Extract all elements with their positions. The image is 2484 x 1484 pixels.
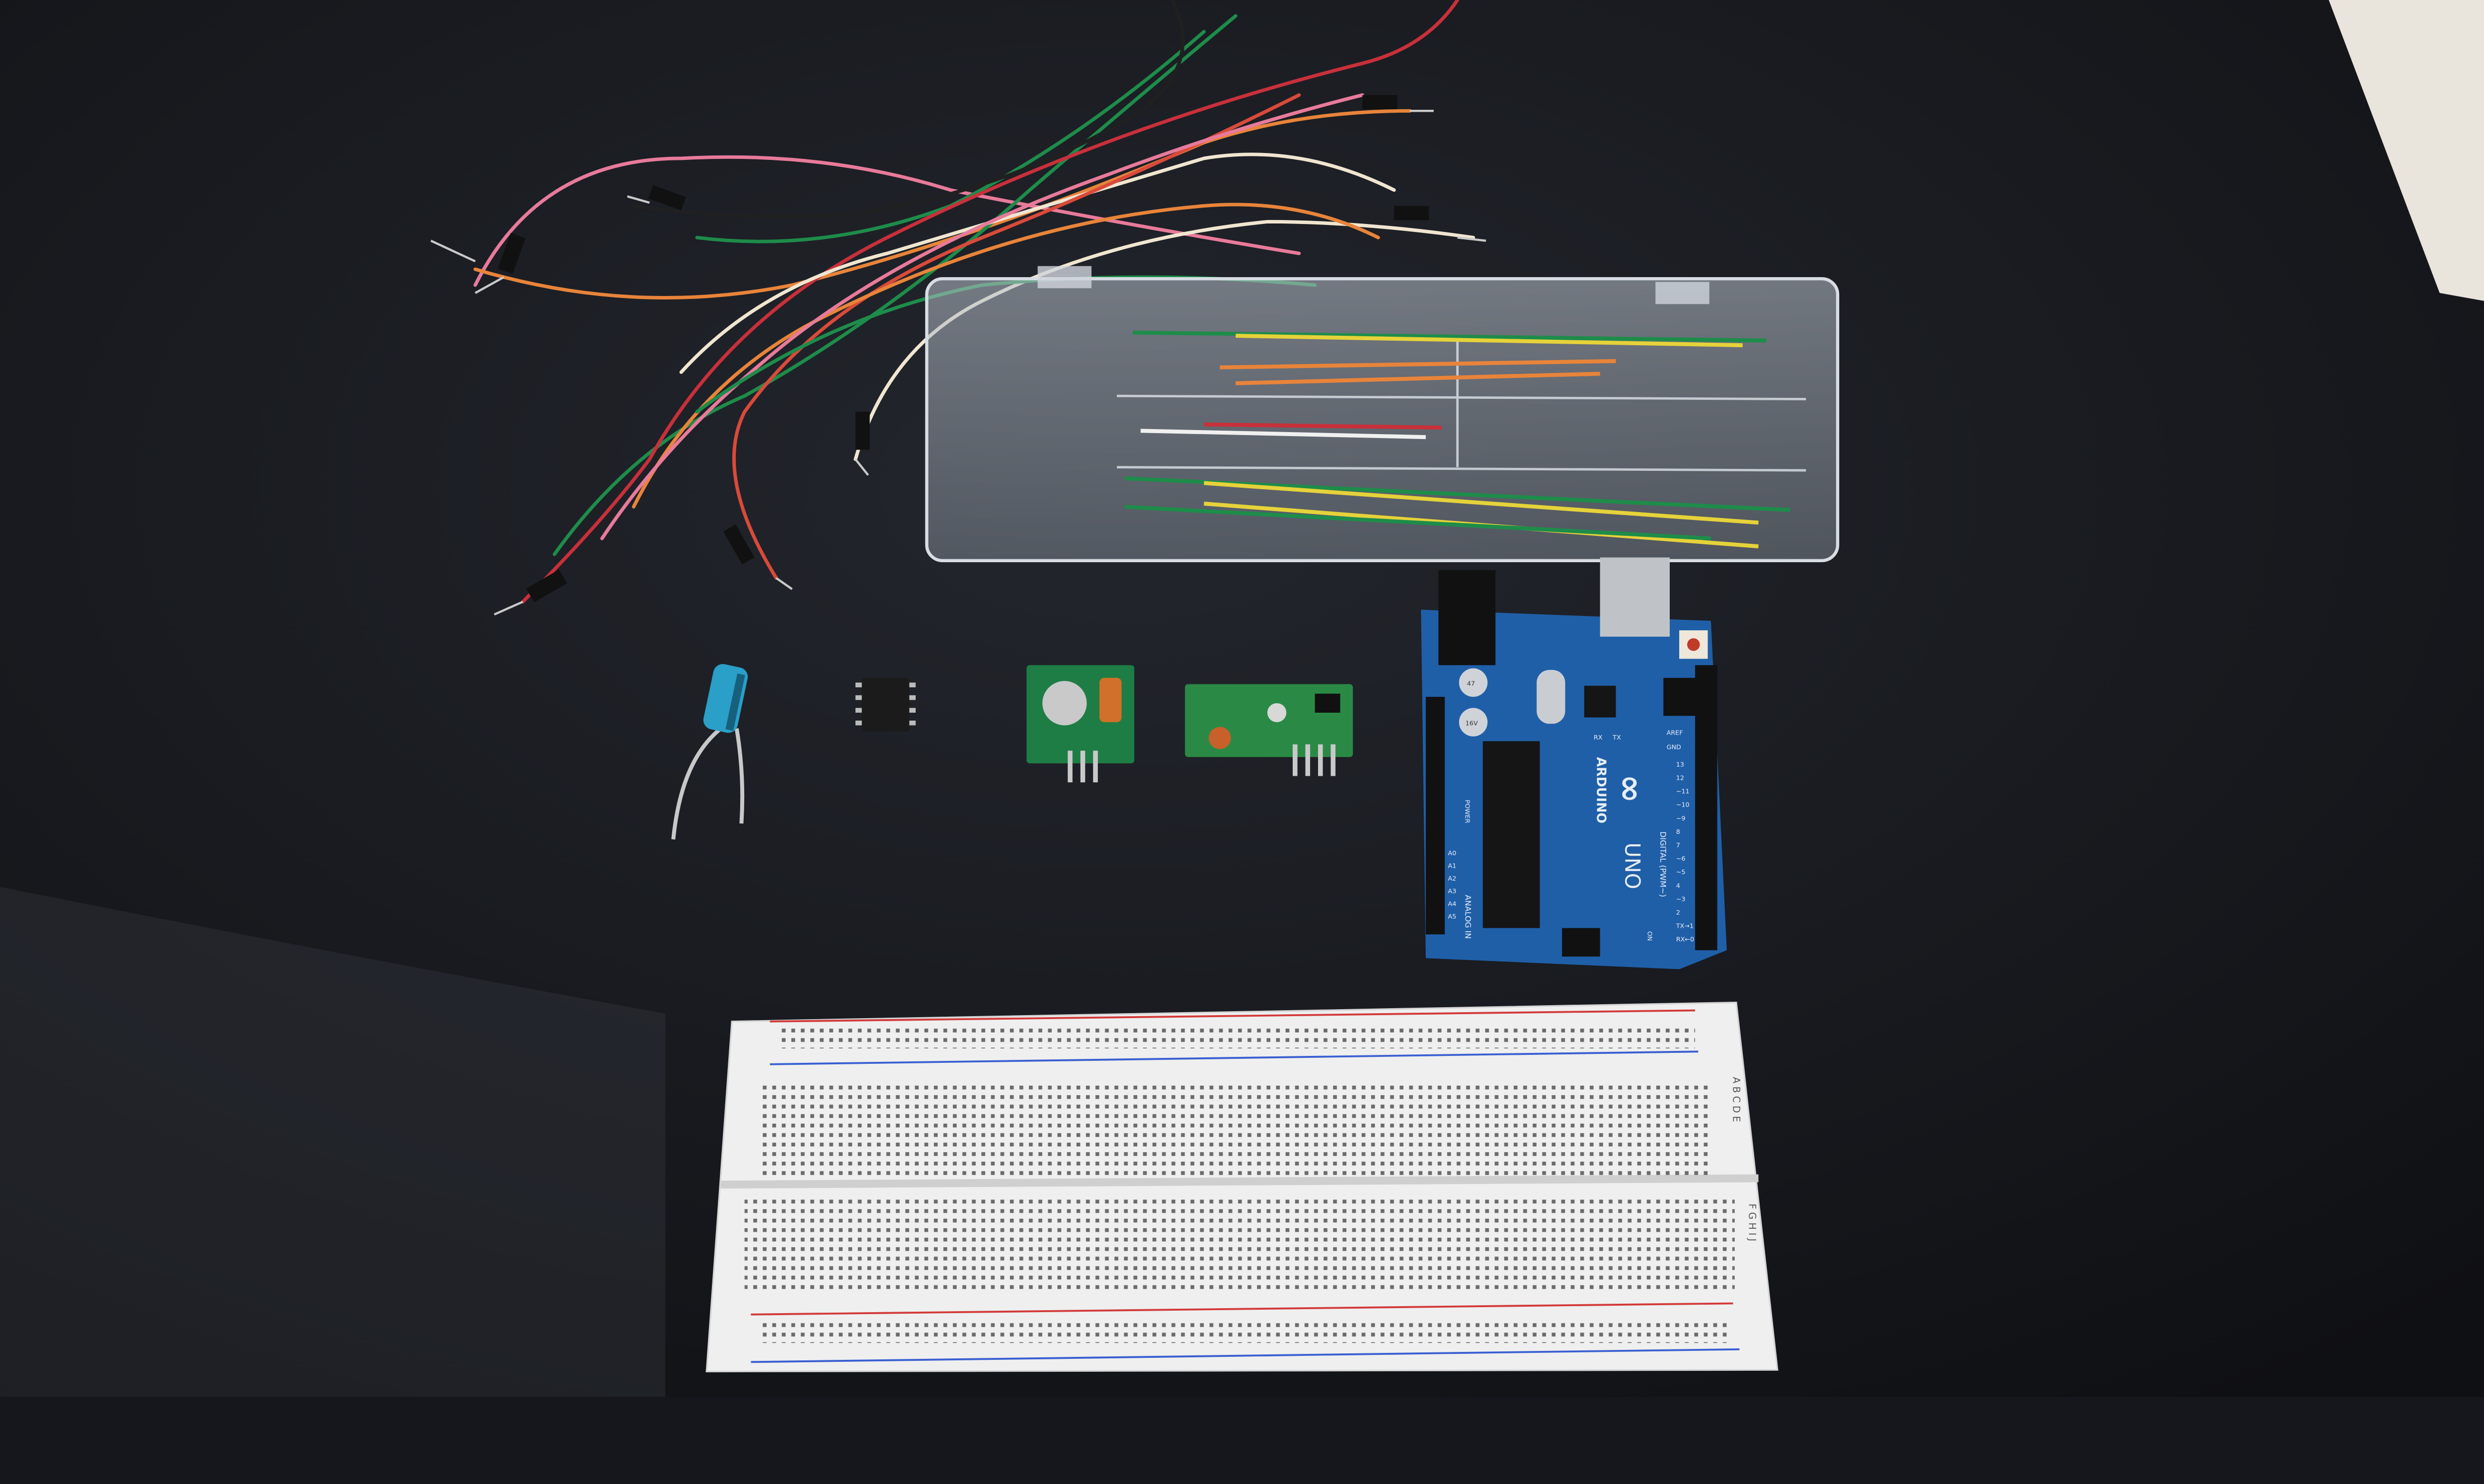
analog-pin-label: A3	[1448, 888, 1457, 895]
digital-pin-label: RX←0	[1676, 936, 1694, 944]
digital-pin-label: 8	[1676, 828, 1680, 836]
wire-housings	[497, 95, 1429, 602]
icsp-header-top	[1663, 677, 1695, 716]
crystal	[1537, 669, 1565, 724]
capacitor-2	[1459, 708, 1488, 737]
breadboard: A B C D E F G H I J	[705, 1001, 1779, 1373]
analog-pin-label: A4	[1448, 900, 1457, 908]
wire-white-2	[854, 220, 1475, 461]
digital-pin-label: ~11	[1676, 788, 1690, 796]
digital-pin-label: 7	[1676, 842, 1680, 849]
top-rail-holes	[776, 1026, 1695, 1048]
cap-value: 47	[1467, 680, 1475, 688]
digital-pin-label: ~5	[1676, 869, 1686, 876]
top-plus-rail-line	[770, 1009, 1696, 1023]
arduino-logo: ∞	[1611, 774, 1651, 803]
arduino-brand: ARDUINO	[1593, 757, 1608, 823]
wire-pins	[430, 109, 1486, 616]
box-hinge-right	[1655, 282, 1709, 304]
bottom-minus-rail-line	[751, 1348, 1740, 1363]
wire-red	[521, 0, 1460, 604]
analog-pin-label: A5	[1448, 913, 1457, 920]
analog-pin-label: A1	[1448, 862, 1457, 870]
wire-black	[632, 0, 1185, 219]
tx-label: TX	[1612, 734, 1621, 742]
digital-pin-label: ~9	[1676, 815, 1686, 822]
power-jack	[1438, 570, 1496, 666]
digital-pin-label: TX→1	[1676, 923, 1694, 930]
icsp-header	[1562, 928, 1600, 957]
digital-pin-label: 13	[1676, 761, 1684, 768]
model-label: UNO	[1621, 842, 1644, 889]
aref-label: AREF	[1667, 730, 1683, 737]
power-analog-header	[1425, 697, 1445, 935]
rf-transmitter-module	[1026, 665, 1135, 783]
bottom-plus-rail-line	[751, 1302, 1733, 1316]
analog-label: ANALOG IN	[1464, 895, 1473, 939]
usb-chip	[1584, 685, 1616, 718]
box-wires	[1124, 330, 1790, 549]
photo-scene: 47 16V ARDUINO ∞ UNO DIGITAL (PWM~) ANAL…	[0, 0, 2484, 1397]
usb-connector	[1600, 557, 1670, 637]
wire-green-2	[552, 14, 1238, 556]
row-letters-bottom: F G H I J	[1746, 1203, 1758, 1241]
wall-corner	[2329, 0, 2484, 301]
digital-pin-label: 4	[1676, 882, 1680, 890]
arduino-uno-board: 47 16V ARDUINO ∞ UNO DIGITAL (PWM~) ANAL…	[1421, 557, 1727, 969]
digital-pin-label: ~6	[1676, 855, 1686, 863]
wire-orange	[632, 203, 1380, 509]
digital-pin-label: 12	[1676, 774, 1684, 782]
atmega328-chip	[1482, 741, 1540, 928]
rx-label: RX	[1594, 734, 1603, 742]
digital-pin-label: ~10	[1676, 802, 1690, 809]
wire-pink-2	[600, 93, 1364, 540]
wire-pink	[473, 155, 1301, 287]
digital-header	[1695, 665, 1717, 951]
gnd-label: GND	[1667, 743, 1681, 751]
box-body	[925, 277, 1840, 563]
digital-pin-label: ~3	[1676, 895, 1686, 903]
digital-pin-labels: 13 12 ~11 ~10 ~9 8 7 ~6 ~5 4 ~3 2TX→1RX←0	[1676, 761, 1694, 943]
wire-white	[679, 152, 1396, 374]
analog-pin-label: A0	[1448, 850, 1457, 857]
capacitor-1	[1459, 668, 1488, 697]
bottom-terminal-holes	[744, 1194, 1735, 1293]
digital-pin-label: 2	[1676, 909, 1680, 917]
electrolytic-capacitor	[671, 664, 748, 840]
on-label: ON	[1645, 931, 1653, 941]
wire-kit-box	[925, 266, 1840, 563]
top-minus-rail-line	[770, 1050, 1699, 1065]
rf-receiver-module	[1185, 684, 1353, 776]
analog-pin-label: A2	[1448, 875, 1457, 883]
power-label: POWER	[1464, 800, 1471, 823]
top-terminal-holes	[760, 1080, 1711, 1176]
digital-label: DIGITAL (PWM~)	[1658, 831, 1668, 897]
table-glare	[0, 887, 666, 1397]
row-letters-top: A B C D E	[1731, 1077, 1742, 1122]
box-hinge-left	[1037, 266, 1092, 289]
cap-voltage: 16V	[1466, 720, 1478, 727]
dip8-ic	[855, 677, 916, 732]
bottom-rail-holes	[760, 1318, 1727, 1343]
